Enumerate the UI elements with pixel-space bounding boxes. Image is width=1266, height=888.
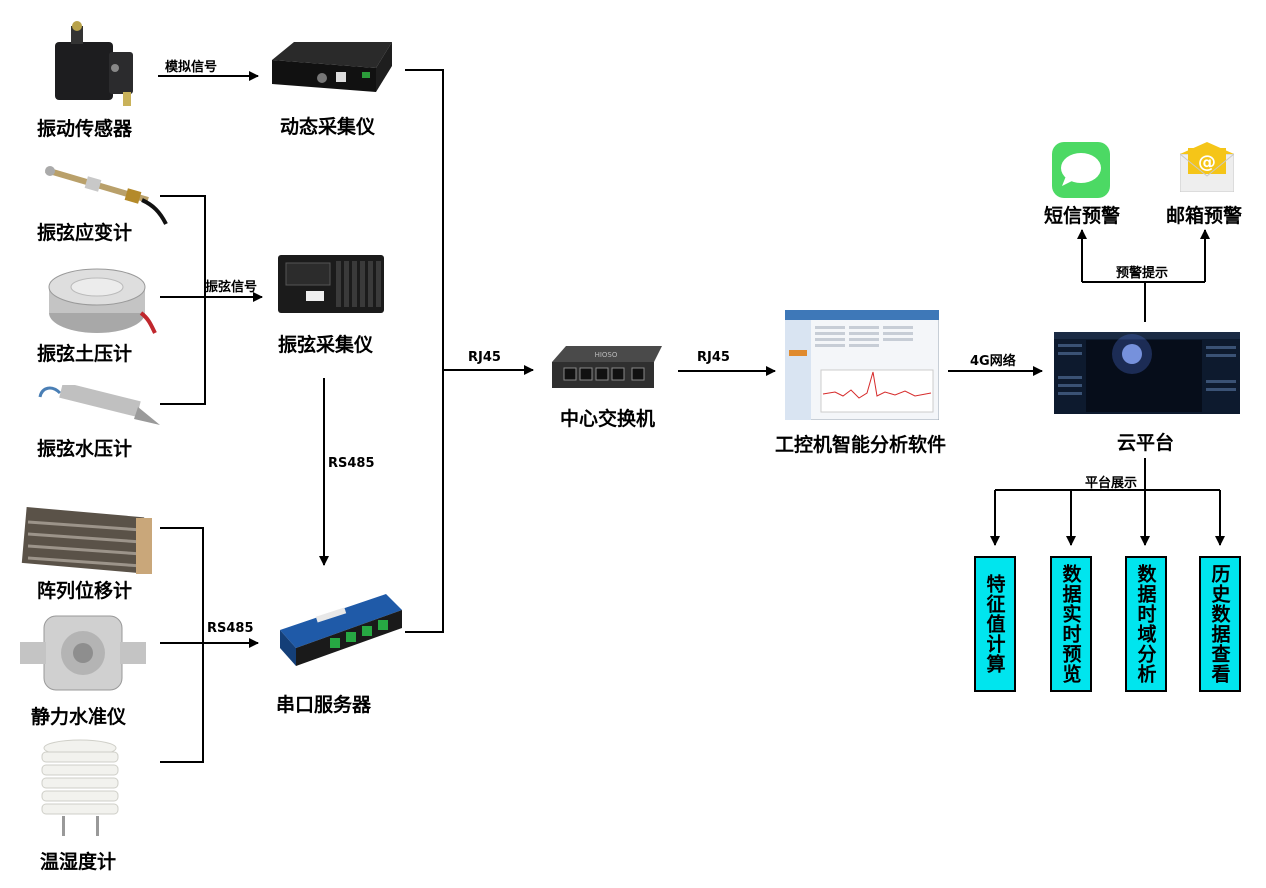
array-displacement-meter-image (21, 507, 152, 574)
vibration-sensor-label: 振动传感器 (37, 118, 133, 140)
rs485-left-label: RS485 (207, 621, 254, 636)
water-pressure-gauge-image (38, 385, 160, 425)
array-displacement-meter-label: 阵列位移计 (37, 580, 133, 602)
platform-display-label: 平台展示 (1085, 476, 1138, 491)
static-level-label: 静力水准仪 (31, 706, 127, 728)
static-level-image (20, 615, 146, 691)
software-label: 工控机智能分析软件 (775, 434, 947, 456)
central-switch-image: HIOSO (552, 346, 662, 388)
cloud-platform-image (1054, 332, 1240, 414)
strain-gauge-label: 振弦应变计 (37, 222, 133, 244)
earth-pressure-cell-label: 振弦土压计 (37, 343, 133, 365)
central-switch-label: 中心交换机 (560, 408, 656, 430)
dynamic-collector-label: 动态采集仪 (280, 116, 376, 138)
feature-history-box: 历史数据查看 (1199, 556, 1241, 692)
feature-time-domain-box: 数据时域分析 (1125, 556, 1167, 692)
temp-humidity-meter-label: 温湿度计 (40, 851, 117, 873)
svg-text:HIOSO: HIOSO (595, 351, 618, 359)
feature-realtime-preview-box: 数据实时预览 (1050, 556, 1092, 692)
strain-gauge-image (45, 166, 168, 225)
analog-signal-label: 模拟信号 (165, 60, 218, 75)
serial-server-image (280, 594, 402, 666)
temp-humidity-meter-image (41, 739, 119, 836)
rs485-vertical-label: RS485 (328, 456, 375, 471)
dynamic-collector-image (272, 42, 392, 92)
feature-eigenvalue-box: 特征值计算 (974, 556, 1016, 692)
vw-collector-label: 振弦采集仪 (278, 334, 374, 356)
email-alert-label: 邮箱预警 (1166, 205, 1243, 227)
rj45-out-label: RJ45 (697, 350, 730, 365)
svg-text:@: @ (1198, 152, 1216, 173)
sms-alert-label: 短信预警 (1044, 205, 1121, 227)
rj45-in-label: RJ45 (468, 350, 501, 365)
email-alert-icon: @ (1180, 142, 1234, 192)
vw-signal-label: 振弦信号 (205, 280, 258, 295)
earth-pressure-cell-image (48, 268, 157, 334)
vibration-sensor-image (55, 21, 133, 106)
alert-hint-label: 预警提示 (1116, 266, 1169, 281)
serial-server-label: 串口服务器 (276, 694, 372, 716)
cloud-platform-label: 云平台 (1117, 432, 1175, 454)
sms-alert-icon (1052, 142, 1110, 198)
software-screenshot-image (785, 310, 939, 420)
4g-network-label: 4G网络 (970, 354, 1016, 369)
vw-collector-image (278, 255, 384, 313)
water-pressure-gauge-label: 振弦水压计 (37, 438, 133, 460)
